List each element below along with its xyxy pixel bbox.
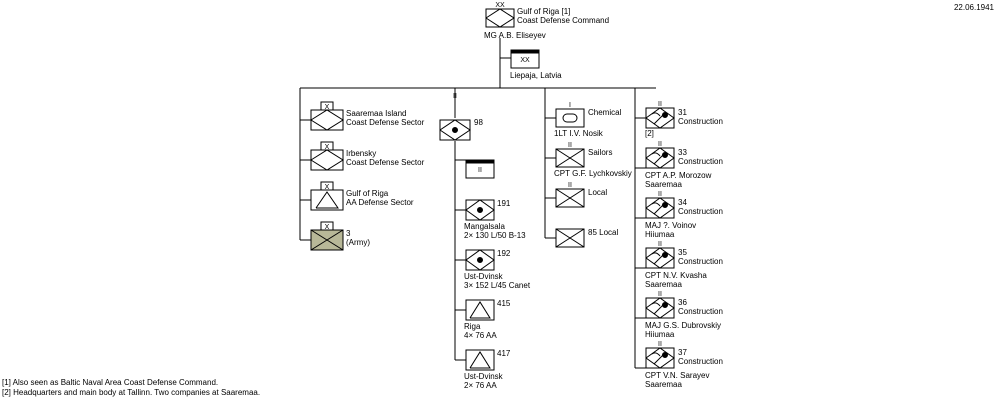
col4-loc-4: Saaremaa [645, 280, 682, 289]
date-label: 22.06.1941 [953, 3, 994, 12]
col4-unit-symbol-6: II [645, 341, 675, 369]
footnote-1: [1] Also seen as Baltic Naval Area Coast… [2, 378, 219, 387]
col1-unit-symbol-4: X [310, 221, 344, 251]
col2-line2-4: 2× 76 AA [464, 381, 497, 390]
col2-line1-4: Ust-Dvinsk [464, 372, 503, 381]
hq-subtitle: Coast Defense Command [517, 16, 610, 25]
col1-unit-symbol-2: X [310, 141, 344, 171]
hq-sub-label: Liepaja, Latvia [510, 71, 562, 80]
svg-text:II: II [478, 167, 482, 174]
col2-unit-symbol-4 [465, 349, 495, 371]
col4-cmd-2: CPT A.P. Morozow [645, 171, 712, 180]
hq-title: Gulf of Riga [1] [517, 7, 571, 16]
col4-num-1: 31 [678, 108, 687, 117]
svg-text:II: II [453, 93, 457, 100]
svg-text:II: II [658, 291, 662, 298]
col2-num-1: 191 [497, 199, 511, 208]
col4-cmd-5: MAJ G.S. Dubrovskiy [645, 321, 722, 330]
col4-type-1: Construction [678, 117, 723, 126]
col2-top-symbol: II [439, 93, 471, 141]
col4-unit-symbol-5: II [645, 291, 675, 319]
col1-label-2b: Coast Defense Sector [346, 158, 425, 167]
footnotes: [1] Also seen as Baltic Naval Area Coast… [2, 378, 260, 398]
col4-loc-3: Hiiumaa [645, 230, 675, 239]
svg-text:X: X [325, 104, 330, 111]
col3-unit-symbol-1: I [555, 102, 585, 128]
col4-loc-2: Saaremaa [645, 180, 682, 189]
col4-type-5: Construction [678, 307, 723, 316]
col2-hq-symbol: II [465, 159, 495, 179]
svg-text:II: II [568, 182, 572, 189]
col4-loc-6: Saaremaa [645, 380, 682, 389]
col4-type-4: Construction [678, 257, 723, 266]
hq-sub-symbol: XX [510, 49, 540, 69]
svg-text:X: X [325, 224, 330, 231]
col4-unit-symbol-4: II [645, 241, 675, 269]
col1-unit-symbol-3: X [310, 181, 344, 211]
svg-text:X: X [325, 144, 330, 151]
col3-name-2: Sailors [588, 148, 613, 157]
col4-loc-5: Hiiumaa [645, 330, 675, 339]
col3-name-1: Chemical [588, 108, 622, 117]
col3-name-3: Local [588, 188, 608, 197]
col4-cmd-1: [2] [645, 129, 654, 138]
col2-line1-1: Mangalsala [464, 222, 505, 231]
footnote-2: [2] Headquarters and main body at Tallin… [2, 388, 261, 397]
col1-label-1b: Coast Defense Sector [346, 118, 425, 127]
col1-label-4b: (Army) [346, 238, 370, 247]
col1-label-3b: AA Defense Sector [346, 198, 414, 207]
col1-label-4a: 3 [346, 229, 351, 238]
col3-name-4: 85 Local [588, 228, 619, 237]
svg-text:II: II [568, 142, 572, 149]
col3-unit-symbol-2: II [555, 142, 585, 168]
col3-unit-symbol-3: II [555, 182, 585, 208]
col2-line2-1: 2× 130 L/50 B-13 [464, 231, 526, 240]
svg-text:II: II [658, 241, 662, 248]
col4-cmd-6: CPT V.N. Sarayev [645, 371, 710, 380]
col2-line2-3: 4× 76 AA [464, 331, 497, 340]
col4-unit-symbol-3: II [645, 191, 675, 219]
col4-num-6: 37 [678, 348, 687, 357]
col4-num-4: 35 [678, 248, 687, 257]
col2-num-2: 192 [497, 249, 511, 258]
col4-unit-symbol-2: II [645, 141, 675, 169]
hq-unit-symbol: XX [485, 2, 515, 28]
col4-type-6: Construction [678, 357, 723, 366]
col2-unit-symbol-1 [465, 199, 495, 221]
col4-num-3: 34 [678, 198, 687, 207]
col4-num-5: 36 [678, 298, 687, 307]
col2-num-4: 417 [497, 349, 511, 358]
col3-cmd-1: 1LT I.V. Nosik [554, 129, 603, 138]
svg-text:II: II [658, 101, 662, 108]
col4-type-3: Construction [678, 207, 723, 216]
col4-unit-symbol-1: II [645, 101, 675, 129]
col2-unit-symbol-2 [465, 249, 495, 271]
col2-unit-symbol-3 [465, 299, 495, 321]
col2-line2-2: 3× 152 L/45 Canet [464, 281, 531, 290]
svg-text:I: I [569, 102, 571, 109]
hq-commander: MG A.B. Eliseyev [484, 31, 546, 40]
col1-label-3a: Gulf of Riga [346, 189, 389, 198]
col1-label-2a: Irbensky [346, 149, 377, 158]
col4-num-2: 33 [678, 148, 687, 157]
col2-line1-2: Ust-Dvinsk [464, 272, 503, 281]
col4-cmd-3: MAJ ?. Voinov [645, 221, 697, 230]
svg-text:II: II [658, 191, 662, 198]
svg-text:II: II [658, 341, 662, 348]
col2-top-label: 98 [474, 118, 483, 127]
col4-type-2: Construction [678, 157, 723, 166]
svg-text:X: X [325, 184, 330, 191]
col2-num-3: 415 [497, 299, 511, 308]
col4-cmd-4: CPT N.V. Kvasha [645, 271, 707, 280]
col1-label-1a: Saaremaa Island [346, 109, 407, 118]
hq-echelon: XX [495, 2, 505, 9]
col1-unit-symbol-1: X [310, 101, 344, 131]
svg-text:II: II [658, 141, 662, 148]
col3-cmd-2: CPT G.F. Lychkovskiy [554, 169, 632, 178]
svg-text:XX: XX [520, 57, 530, 64]
col2-line1-3: Riga [464, 322, 481, 331]
col3-unit-symbol-4 [555, 228, 585, 248]
